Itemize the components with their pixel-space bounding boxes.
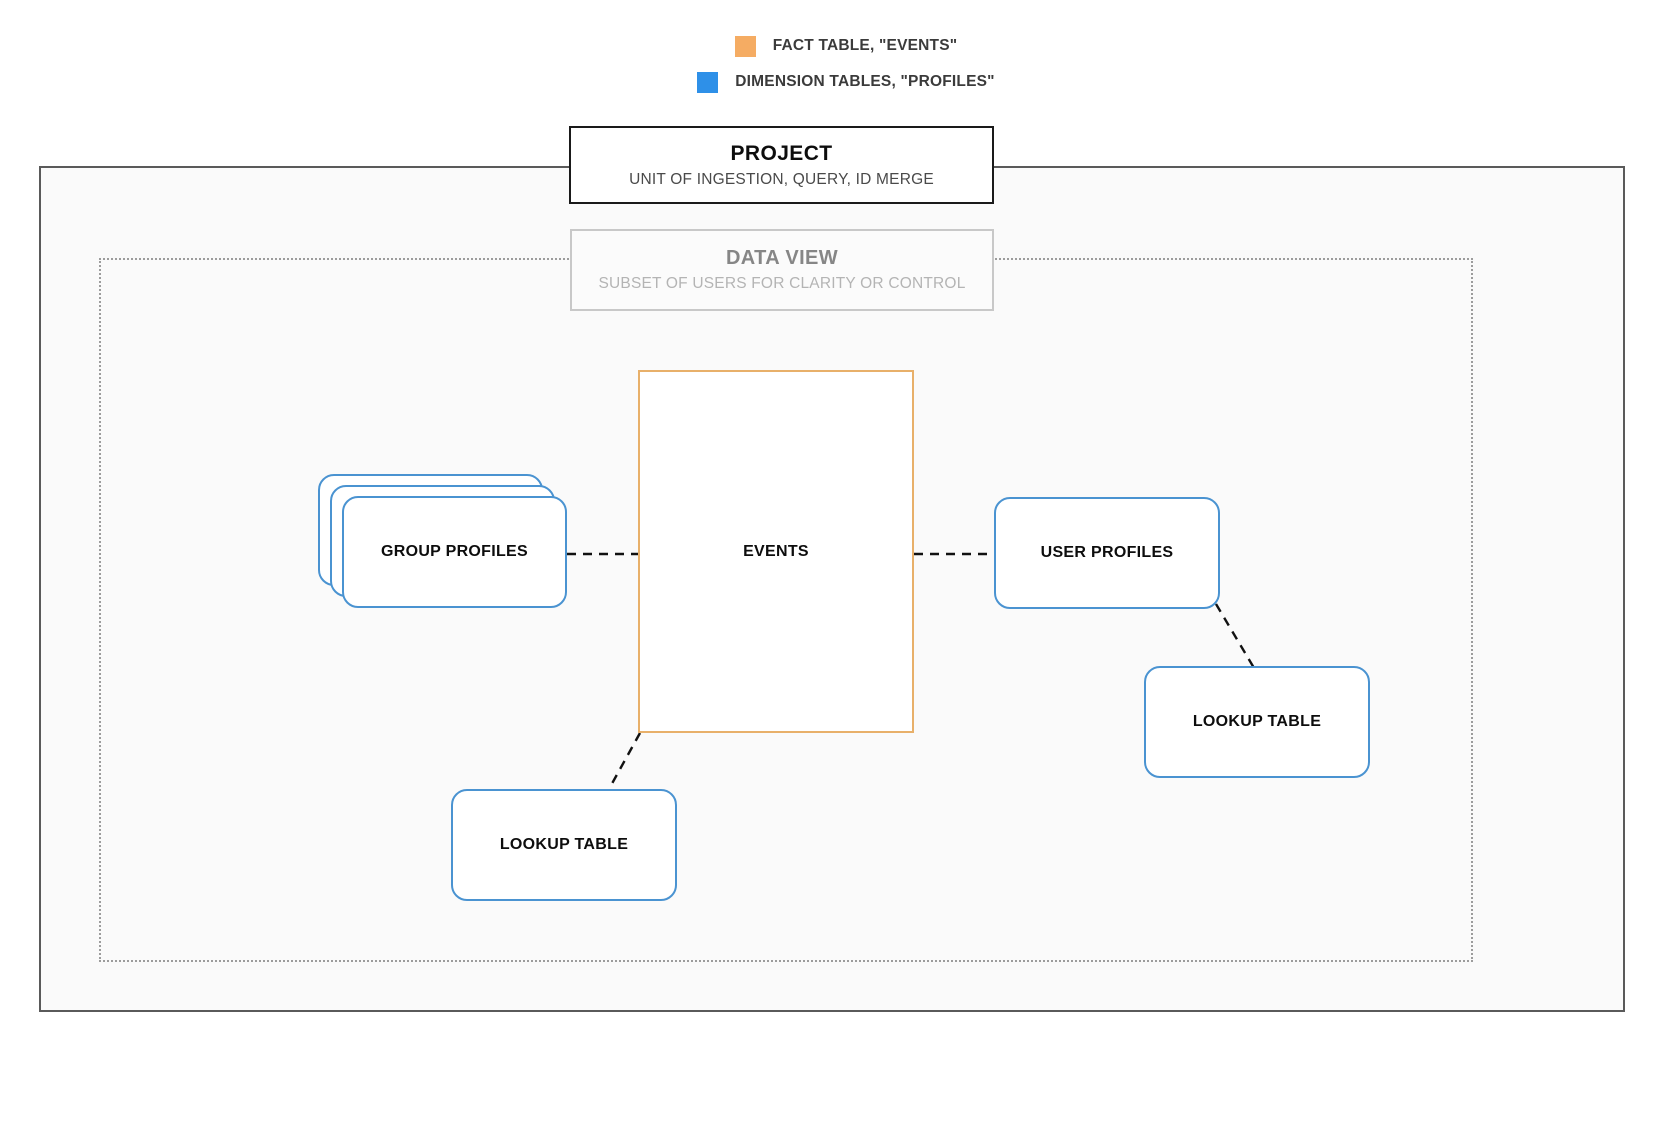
legend-item-dimension-tables: DIMENSION TABLES, "PROFILES"	[0, 64, 1664, 100]
project-box: PROJECT UNIT OF INGESTION, QUERY, ID MER…	[569, 126, 994, 204]
group-profiles-label: GROUP PROFILES	[380, 543, 529, 560]
square-swatch-icon	[734, 35, 756, 57]
user-profiles-label: USER PROFILES	[1040, 544, 1174, 561]
user-profiles-table: USER PROFILES	[994, 497, 1220, 609]
events-fact-table: EVENTS	[638, 370, 914, 733]
legend-item-fact-table: FACT TABLE, "EVENTS"	[0, 28, 1664, 64]
project-subtitle: UNIT OF INGESTION, QUERY, ID MERGE	[629, 170, 934, 188]
data-view-box: DATA VIEW SUBSET OF USERS FOR CLARITY OR…	[570, 229, 994, 311]
square-swatch-icon	[697, 71, 719, 93]
legend-label-dimension-tables: DIMENSION TABLES, "PROFILES"	[735, 73, 995, 90]
data-view-title: DATA VIEW	[725, 247, 839, 269]
events-label: EVENTS	[743, 542, 809, 560]
lookup-table-left-label: LOOKUP TABLE	[499, 836, 629, 853]
legend: FACT TABLE, "EVENTS" DIMENSION TABLES, "…	[0, 28, 1664, 100]
legend-label-fact-table: FACT TABLE, "EVENTS"	[772, 37, 958, 54]
group-profiles-stack: GROUP PROFILES	[318, 474, 578, 608]
group-profiles-card-front: GROUP PROFILES	[342, 496, 567, 608]
lookup-table-right-label: LOOKUP TABLE	[1192, 713, 1322, 730]
lookup-table-right: LOOKUP TABLE	[1144, 666, 1370, 778]
project-title: PROJECT	[730, 141, 833, 165]
lookup-table-left: LOOKUP TABLE	[451, 789, 677, 901]
data-view-subtitle: SUBSET OF USERS FOR CLARITY OR CONTROL	[598, 275, 966, 292]
